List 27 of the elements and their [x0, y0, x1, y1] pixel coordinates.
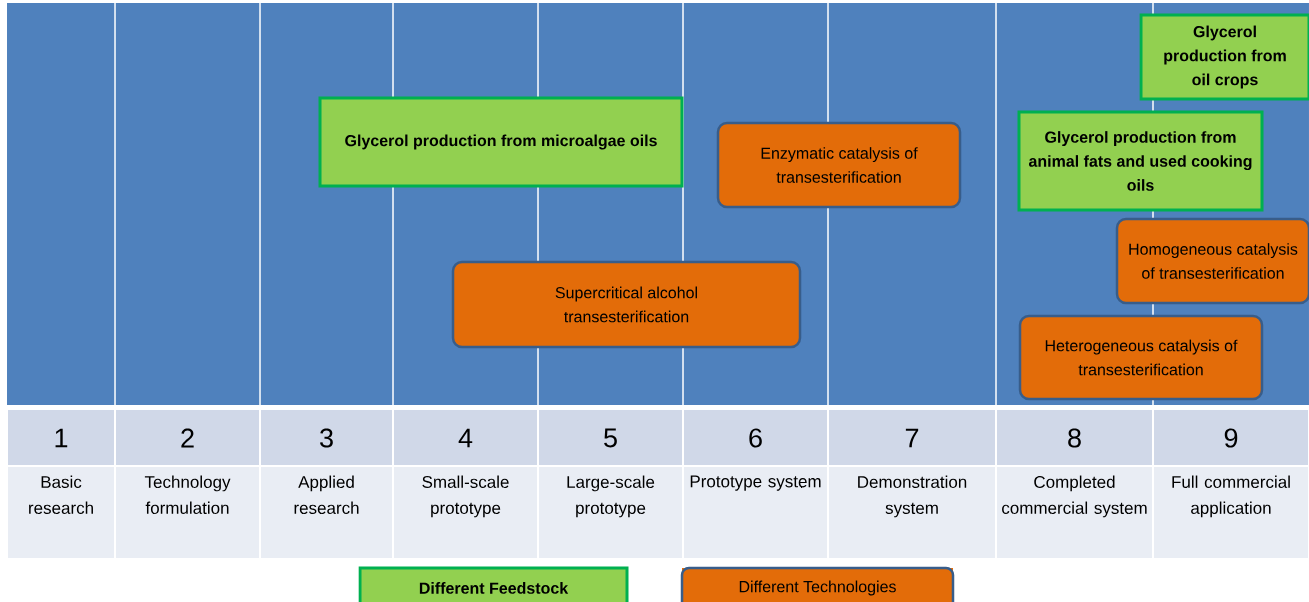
level-number-cell: 9 — [1154, 410, 1308, 465]
technology-box: Homogeneous catalysis of transesterification — [1115, 217, 1309, 305]
level-name-cell: Prototype system — [684, 467, 827, 558]
technology-box: Heterogeneous catalysis of transesterification — [1018, 314, 1264, 401]
level-name-cell: Large-scale prototype — [539, 467, 682, 558]
level-number-cell: 7 — [829, 410, 995, 465]
level-number-cell: 8 — [997, 410, 1152, 465]
technology-box: Supercritical alcohol transesterification — [451, 260, 802, 349]
feedstock-box: Glycerol production from animal fats and used cooking oils — [1017, 110, 1264, 212]
feedstock-box: Glycerol production from oil crops — [1139, 13, 1309, 101]
level-number-cell: 4 — [394, 410, 537, 465]
level-number-cell: 2 — [116, 410, 259, 465]
legend-label: Different Technologies — [739, 580, 896, 596]
level-number-cell: 1 — [8, 410, 114, 465]
level-name-cell: Completed commercial system — [997, 467, 1152, 558]
level-number-cell: 3 — [261, 410, 392, 465]
level-name-cell: Applied research — [261, 467, 392, 558]
level-name-cell: Technology formulation — [116, 467, 259, 558]
feedstock-box: Glycerol production from microalgae oils — [318, 96, 684, 188]
level-name-cell: Full commercial application — [1154, 467, 1308, 558]
legend-label: Different Feedstock — [419, 582, 569, 594]
level-name-cell: Basic research — [8, 467, 114, 558]
level-number-cell: 5 — [539, 410, 682, 465]
technology-box: Enzymatic catalysis of transesterification — [716, 121, 962, 209]
level-name-cell: Demonstration system — [829, 467, 995, 558]
level-name-cell: Small-scale prototype — [394, 467, 537, 558]
level-number-cell: 6 — [684, 410, 827, 465]
